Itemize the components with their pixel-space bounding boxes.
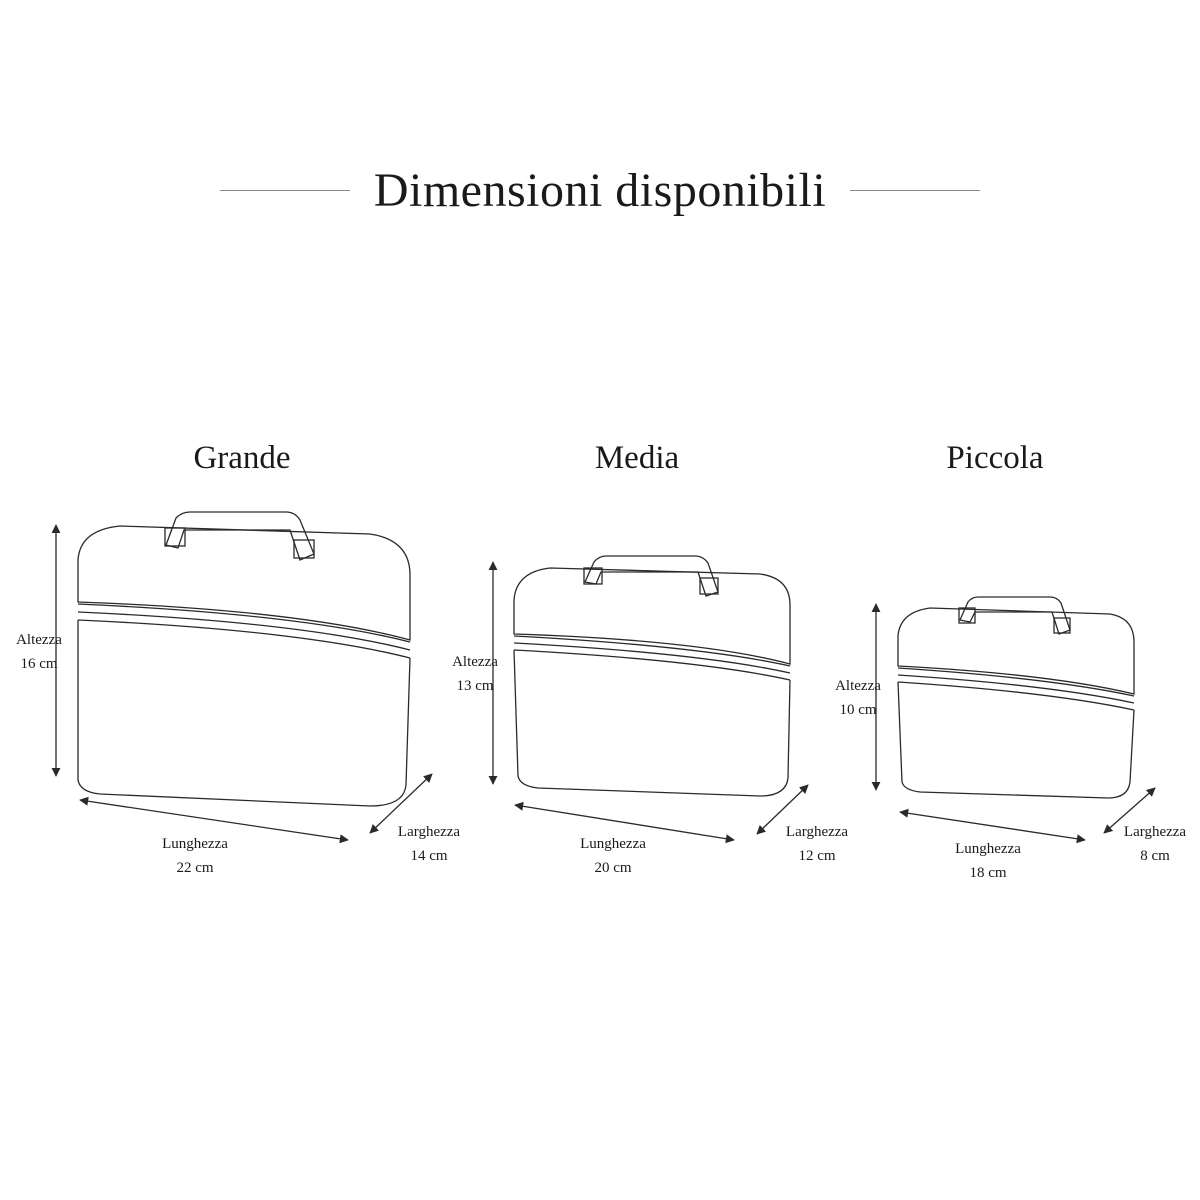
height-label-grande: Altezza 16 cm [2,628,76,676]
height-value: 13 cm [456,678,494,694]
width-label-media: Larghezza 12 cm [762,820,872,868]
handle-media [584,555,719,597]
zipper-media [513,635,791,667]
handle-clip-right-media [699,577,719,595]
height-label-media: Altezza 13 cm [438,650,512,698]
length-value: 20 cm [594,860,632,876]
width-arrow-piccola [1103,787,1156,834]
size-name-piccola: Piccola [946,440,1044,476]
width-value: 8 cm [1140,848,1170,864]
length-label-grande: Lunghezza 22 cm [140,832,250,880]
length-value: 18 cm [969,865,1007,881]
length-caption: Lunghezza [955,841,1021,857]
header: Dimensioni disponibili [0,155,1200,225]
width-label-piccola: Larghezza 8 cm [1110,820,1200,868]
zipper-piccola [897,667,1135,697]
length-arrow-media [514,801,735,844]
height-caption: Altezza [452,654,498,670]
length-label-media: Lunghezza 20 cm [558,832,668,880]
handle-clip-left-piccola [958,607,976,624]
case-media [488,555,809,844]
length-arrow-piccola [899,808,1086,844]
height-label-piccola: Altezza 10 cm [821,674,895,722]
height-value: 10 cm [839,702,877,718]
width-value: 12 cm [798,848,836,864]
length-arrow-grande [79,796,349,844]
body-piccola [897,681,1135,799]
case-piccola [871,596,1156,844]
width-caption: Larghezza [1123,824,1187,840]
zipper-grande [77,603,411,643]
handle-piccola [959,596,1071,635]
case-grande [51,511,433,844]
lid-media [513,567,791,665]
handle-clip-right-piccola [1053,617,1071,634]
size-name-media: Media [594,440,680,476]
length-value: 22 cm [176,860,214,876]
handle-clip-left-media [583,567,603,585]
height-caption: Altezza [835,678,881,694]
page-title: Dimensioni disponibili [373,163,827,217]
handle-grande [165,511,315,561]
width-label-grande: Larghezza 14 cm [374,820,484,868]
handle-clip-right-grande [293,539,315,559]
width-caption: Larghezza [397,824,461,840]
lid-piccola [897,607,1135,695]
lid-grande [77,525,411,641]
size-name-grande: Grande [193,440,291,476]
length-label-piccola: Lunghezza 18 cm [933,837,1043,885]
width-arrow-media [756,784,809,835]
title-rule-left [219,189,350,191]
height-value: 16 cm [20,656,58,672]
length-caption: Lunghezza [580,836,646,852]
width-caption: Larghezza [785,824,849,840]
title-rule-right [850,189,981,191]
width-value: 14 cm [410,848,448,864]
height-caption: Altezza [16,632,62,648]
width-arrow-grande [369,773,433,834]
length-caption: Lunghezza [162,836,228,852]
